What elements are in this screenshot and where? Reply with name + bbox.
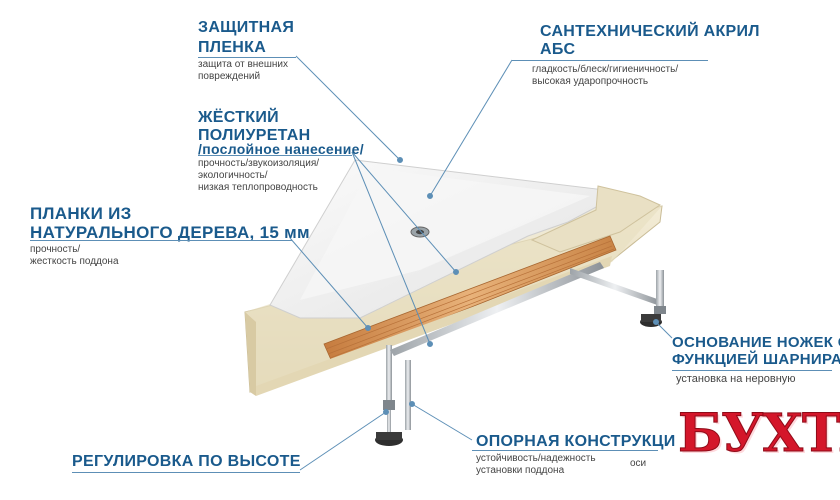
acrylic-title-1: САНТЕХНИЧЕСКИЙ АКРИЛ bbox=[540, 23, 760, 40]
wood-rule bbox=[30, 240, 292, 241]
protective-film-desc-1: защита от внешних bbox=[198, 59, 288, 70]
height-title: РЕГУЛИРОВКА ПО ВЫСОТЕ bbox=[72, 453, 301, 470]
legs-title-2: ФУНКЦИЕЙ ШАРНИРА bbox=[672, 351, 840, 368]
foam-front-edge bbox=[245, 256, 612, 396]
frame-desc-2: установки поддона bbox=[476, 465, 565, 476]
acrylic-desc-1: гладкость/блеск/гигиеничность/ bbox=[532, 64, 679, 75]
hinged-leg-right bbox=[640, 306, 666, 327]
protective-film-desc-2: повреждений bbox=[198, 71, 261, 82]
acrylic-title-2: АБС bbox=[540, 41, 576, 58]
frame-desc-1: устойчивость/надежность bbox=[476, 453, 596, 464]
callout-lines bbox=[289, 55, 673, 471]
wood-title-1: ПЛАНКИ ИЗ bbox=[30, 204, 132, 223]
polyurethane-title-1: ЖЁСТКИЙ bbox=[198, 109, 279, 126]
polyurethane-rule bbox=[198, 155, 352, 156]
wood-desc-2: жесткость поддона bbox=[30, 256, 119, 267]
support-frame bbox=[386, 262, 664, 430]
drain-hole bbox=[410, 226, 430, 238]
acrylic-tray-top bbox=[269, 159, 606, 319]
height-rule bbox=[72, 472, 300, 473]
adjustable-leg-left bbox=[375, 400, 403, 446]
wood-title-2: НАТУРАЛЬНОГО ДЕРЕВА, 15 мм bbox=[30, 223, 310, 242]
protective-film-title-1: ЗАЩИТНАЯ bbox=[198, 19, 295, 36]
frame-title: ОПОРНАЯ КОНСТРУКЦИ bbox=[476, 433, 676, 450]
legs-rule bbox=[672, 370, 832, 371]
legs-title-1: ОСНОВАНИЕ НОЖЕК С bbox=[672, 334, 840, 351]
polyurethane-title-3: /послойное нанесение/ bbox=[198, 141, 364, 157]
polyurethane-desc-1: прочность/звукоизоляция/ bbox=[198, 158, 320, 169]
polyurethane-desc-2: экологичность/ bbox=[198, 170, 268, 181]
frame-desc-3: оси bbox=[630, 458, 647, 469]
polyurethane-desc-3: низкая теплопроводность bbox=[198, 182, 318, 193]
wood-desc-1: прочность/ bbox=[30, 244, 81, 255]
polyurethane-title-2: ПОЛИУРЕТАН bbox=[198, 127, 311, 144]
acrylic-desc-2: высокая ударопрочность bbox=[532, 76, 649, 87]
acrylic-rule bbox=[512, 60, 708, 61]
frame-rule bbox=[472, 450, 658, 451]
legs-desc-1: установка на неровную bbox=[676, 373, 796, 385]
tray-rim bbox=[530, 185, 662, 253]
brand-logo: БУХТА bbox=[677, 403, 840, 464]
protective-film-rule bbox=[198, 57, 296, 58]
protective-film-title-2: ПЛЕНКА bbox=[198, 39, 267, 56]
wooden-planks bbox=[323, 235, 617, 363]
